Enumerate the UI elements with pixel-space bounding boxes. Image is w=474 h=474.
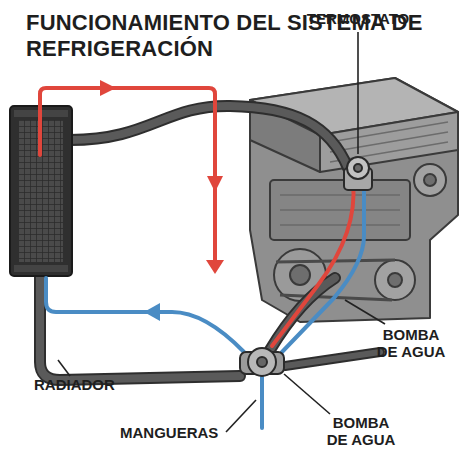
cold-arrowhead	[144, 303, 160, 321]
hot-flow	[40, 88, 354, 346]
thermostat	[344, 157, 372, 190]
part-label: BOMBA DE AGUA	[372, 326, 450, 361]
part-label: MANGUERAS	[120, 424, 218, 441]
water-pump	[240, 348, 284, 376]
hot-arrowhead	[207, 176, 223, 192]
part-label: RADIADOR	[34, 376, 115, 393]
leader-lines	[58, 32, 385, 432]
part-label: BOMBA DE AGUA	[322, 414, 400, 449]
part-label: TERMOSTATO	[300, 10, 416, 27]
hoses	[40, 106, 380, 380]
hot-arrowhead	[100, 80, 116, 96]
hot-arrowhead	[206, 260, 224, 274]
